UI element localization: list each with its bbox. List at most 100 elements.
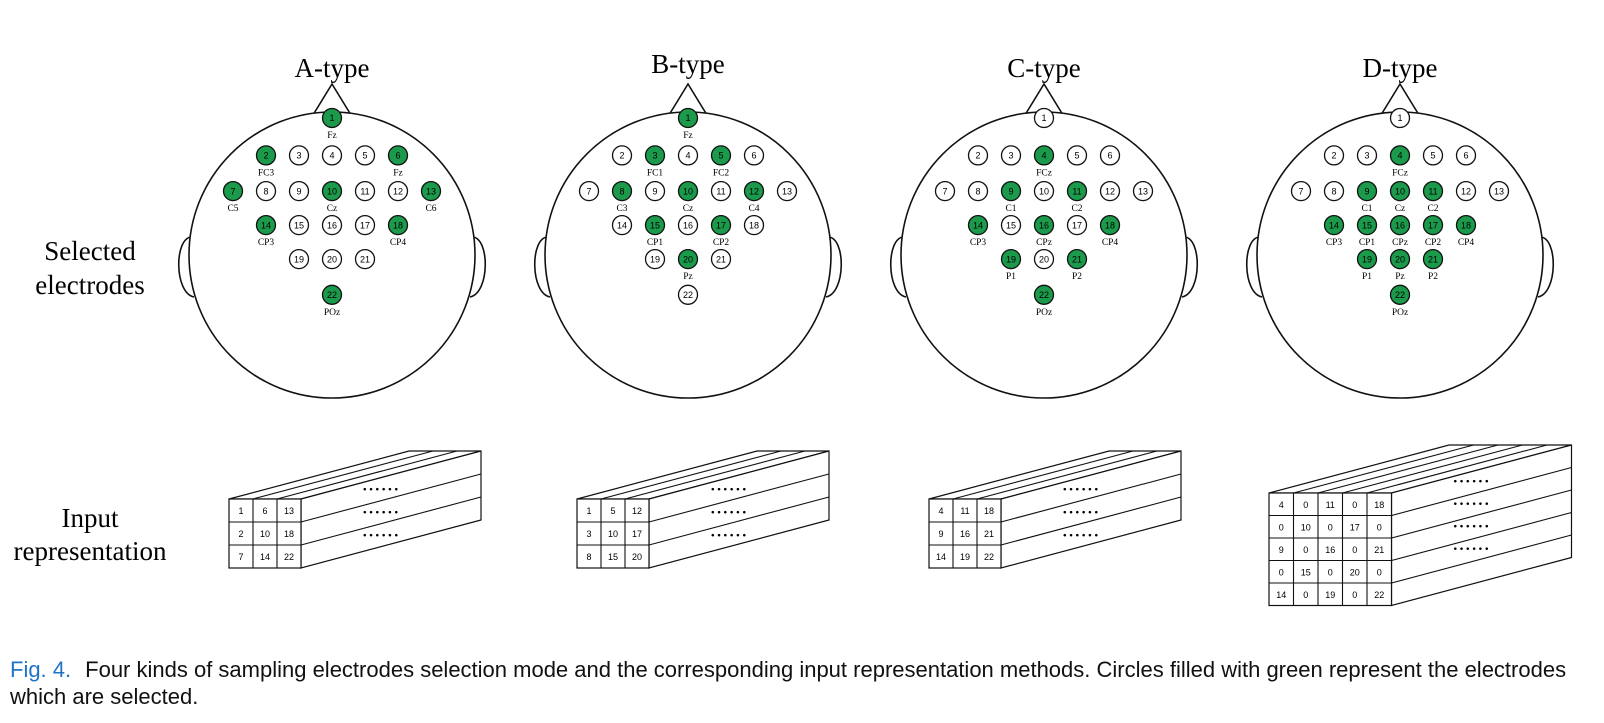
electrode-4: 4 <box>677 145 699 166</box>
electrode-number: 6 <box>1107 151 1112 161</box>
electrode-circle <box>644 180 666 202</box>
electrode-circle <box>677 107 699 129</box>
top-column-line <box>276 450 458 500</box>
figure-caption: Fig. 4.Four kinds of sampling electrodes… <box>10 656 1590 710</box>
electrode-number: 7 <box>586 186 591 196</box>
matrix-cell: 11 <box>960 506 969 516</box>
matrix-cell: 16 <box>960 529 970 539</box>
type-title: A-type <box>295 53 370 83</box>
electrode-label: C1 <box>1361 204 1372 214</box>
matrix-cell: 10 <box>1301 522 1311 532</box>
electrode-15: 15 <box>288 214 310 236</box>
electrode-circle <box>1066 180 1088 202</box>
electrode-circle <box>387 214 409 236</box>
row-label-input-line2: representation <box>14 536 167 566</box>
electrode-label: FC2 <box>713 168 730 178</box>
electrode-circle <box>1422 180 1444 202</box>
electrode-circle <box>611 145 633 166</box>
electrode-10: 10 <box>1033 180 1055 202</box>
electrode-circle <box>611 180 633 202</box>
electrode-9: 9 <box>288 180 310 202</box>
electrode-label: C4 <box>748 204 759 214</box>
electrode-number: 10 <box>1039 186 1049 196</box>
caption-text: Four kinds of sampling electrodes select… <box>10 657 1567 709</box>
electrode-circle <box>1389 145 1411 166</box>
matrix-cell: 9 <box>1279 545 1284 555</box>
electrode-label: CP4 <box>1458 238 1475 248</box>
nose <box>1024 82 1064 116</box>
electrode-13: 13 <box>776 180 798 202</box>
electrode-label: Cz <box>683 204 694 214</box>
electrode-12: 12 <box>387 180 409 202</box>
matrix-cell: 18 <box>984 506 994 516</box>
electrode-12: 12 <box>1099 180 1121 202</box>
side-row-line <box>300 473 482 523</box>
electrode-17: 17 <box>1066 214 1088 236</box>
top-column-line <box>252 450 434 500</box>
right-ear <box>469 236 487 298</box>
electrode-circle <box>677 180 699 202</box>
matrix-cell: 4 <box>938 506 943 516</box>
electrode-number: 17 <box>1072 220 1082 230</box>
electrode-number: 7 <box>230 186 235 196</box>
electrode-label: P1 <box>1362 272 1372 282</box>
electrode-label: FCz <box>1036 168 1052 178</box>
electrode-label: C2 <box>1427 204 1438 214</box>
matrix-cell: 9 <box>938 529 943 539</box>
electrode-number: 15 <box>650 220 660 230</box>
matrix-cell: 2 <box>238 529 243 539</box>
block-front-face <box>228 498 302 569</box>
electrode-circle <box>967 145 989 166</box>
electrode-label: C3 <box>616 204 627 214</box>
matrix-cell: 14 <box>260 552 270 562</box>
electrode-label: CP1 <box>647 238 664 248</box>
matrix-cell: 21 <box>1374 545 1384 555</box>
top-column-line <box>1366 444 1548 494</box>
ellipsis-dots: •••••• <box>710 509 748 519</box>
electrode-circle <box>288 214 310 236</box>
matrix-cell: 15 <box>608 552 618 562</box>
electrode-6: 6Fz <box>387 145 409 178</box>
electrode-2: 2 <box>611 145 633 166</box>
electrode-circle <box>1099 180 1121 202</box>
electrode-label: CP4 <box>1102 238 1119 248</box>
matrix-cell: 7 <box>238 552 243 562</box>
electrode-number: 16 <box>683 220 693 230</box>
electrode-number: 11 <box>360 186 369 196</box>
right-ear <box>1181 236 1199 298</box>
electrode-circle <box>644 145 666 166</box>
electrode-number: 22 <box>683 290 693 300</box>
electrode-number: 4 <box>329 151 334 161</box>
matrix-cell: 20 <box>632 552 642 562</box>
electrode-19: 19 <box>644 248 666 270</box>
electrode-18: 18 <box>743 214 765 236</box>
electrode-number: 9 <box>1364 186 1369 196</box>
electrode-number: 21 <box>1072 254 1082 264</box>
electrode-number: 4 <box>1041 151 1046 161</box>
matrix-cell: 15 <box>1301 567 1311 577</box>
matrix-cell: 5 <box>610 506 615 516</box>
matrix-cell: 20 <box>1350 567 1360 577</box>
electrode-9: 9C1 <box>1000 180 1022 214</box>
matrix-cell: 18 <box>1374 500 1384 510</box>
electrode-label: C1 <box>1005 204 1016 214</box>
electrode-circle <box>1389 107 1411 129</box>
matrix-cell: 22 <box>1374 590 1384 600</box>
side-row-line <box>1000 496 1182 546</box>
electrode-circle <box>1000 214 1022 236</box>
electrode-circle <box>1422 214 1444 236</box>
electrode-circle <box>321 145 343 166</box>
electrode-number: 12 <box>1461 186 1471 196</box>
electrode-number: 12 <box>749 186 759 196</box>
side-row-line <box>1391 489 1572 539</box>
matrix-cell: 1 <box>238 506 243 516</box>
block-front-face <box>928 498 1002 569</box>
matrix-cell: 1 <box>586 506 591 516</box>
